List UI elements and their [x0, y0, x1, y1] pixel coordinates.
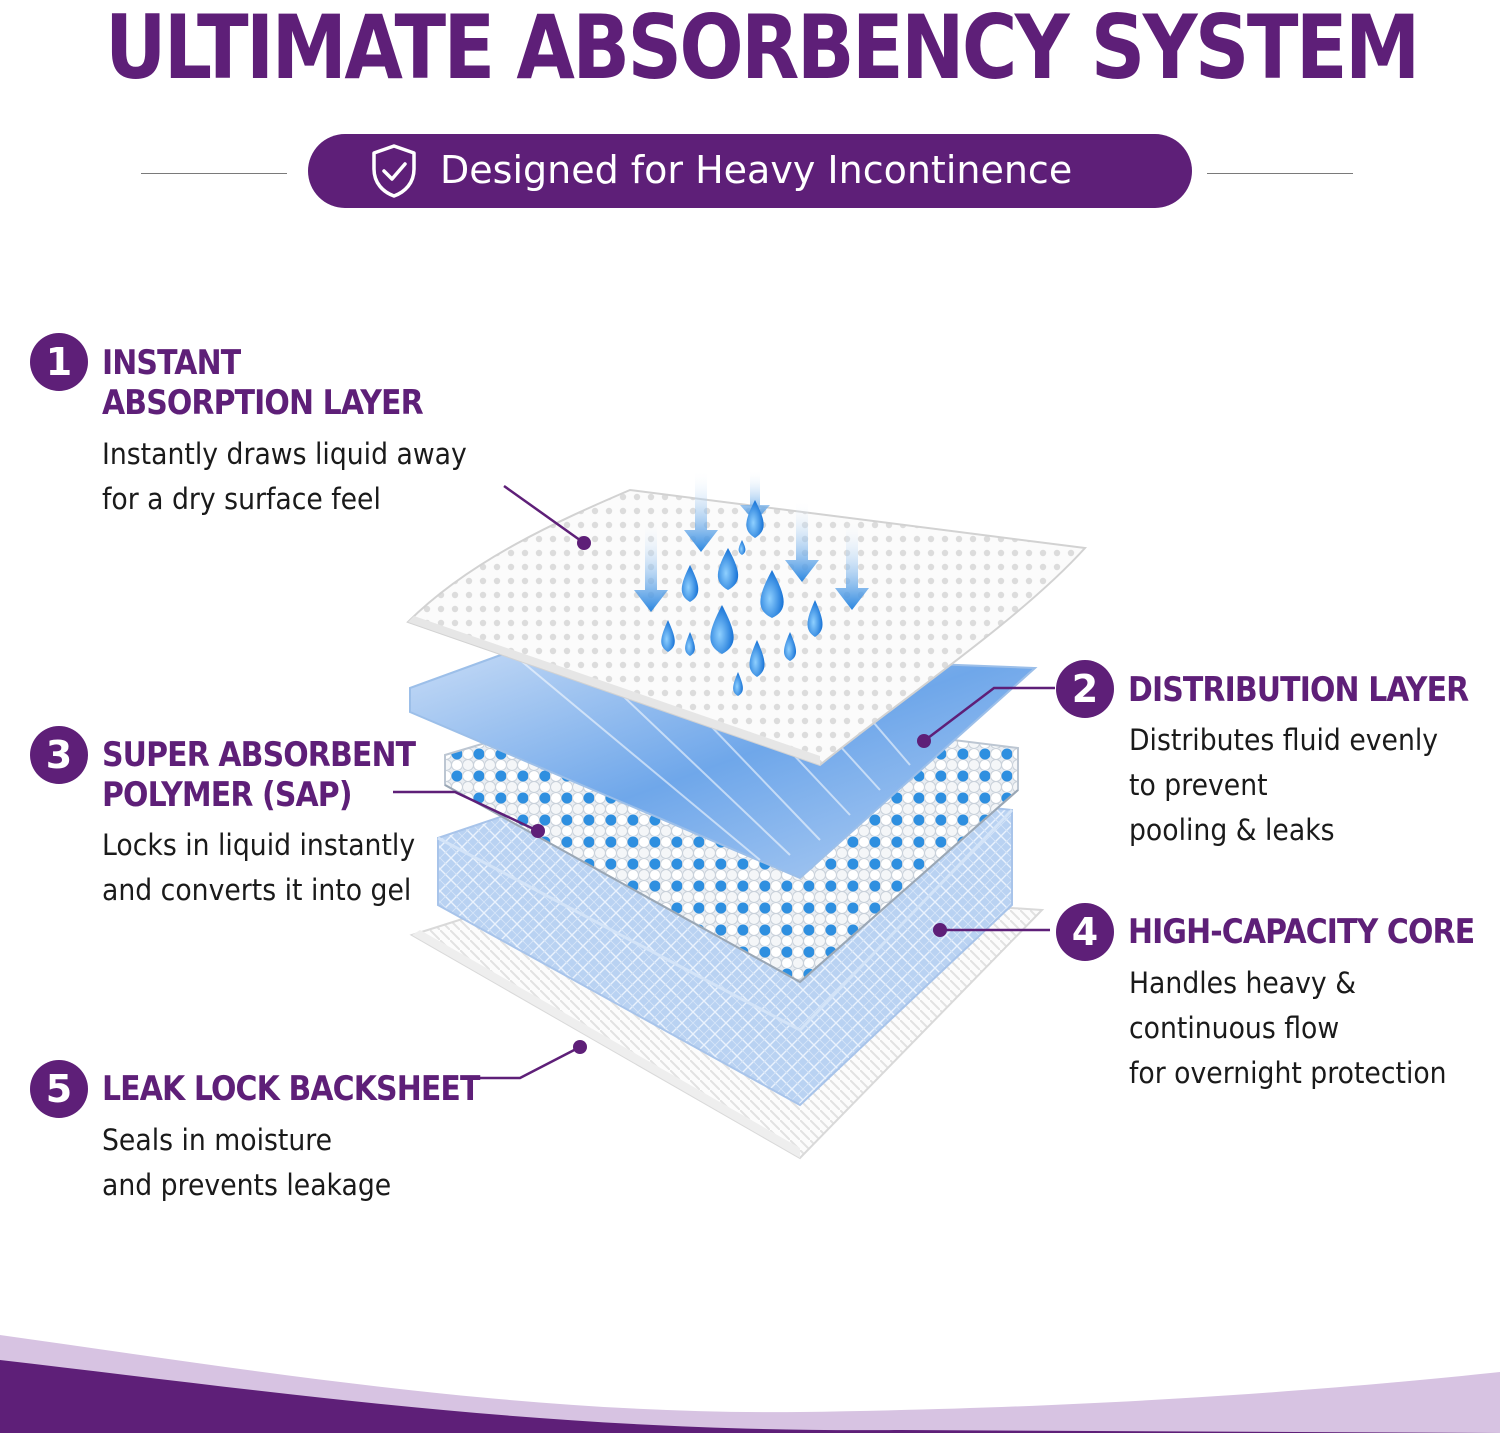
layer-5-number-badge: 5	[30, 1060, 88, 1118]
shield-check-icon	[372, 144, 416, 198]
layer-5-description-line-2: and prevents leakage	[102, 1168, 392, 1202]
layer-1-number-badge: 1	[30, 333, 88, 391]
banner-pill: Designed for Heavy Incontinence	[308, 134, 1192, 208]
layer-2-description-line-2: to prevent	[1129, 768, 1268, 802]
banner-text: Designed for Heavy Incontinence	[440, 148, 1073, 192]
page-title: ULTIMATE ABSORBENCY SYSTEM	[105, 0, 1420, 99]
layer-3-heading-line-1: SUPER ABSORBENT	[102, 735, 416, 775]
layer-1-heading-line-1: INSTANT	[102, 343, 241, 383]
layer-1-description-line-2: for a dry surface feel	[102, 482, 381, 516]
layer-4-description-line-2: continuous flow	[1129, 1011, 1340, 1045]
banner-divider-right	[1207, 173, 1353, 174]
layer-5-description-line-1: Seals in moisture	[102, 1123, 333, 1157]
layer-5-heading-line-1: LEAK LOCK BACKSHEET	[102, 1069, 480, 1109]
layer-2-description-line-1: Distributes fluid evenly	[1129, 723, 1439, 757]
layer-1-heading-line-2: ABSORPTION LAYER	[102, 383, 424, 423]
layer-2-description-line-3: pooling & leaks	[1129, 813, 1335, 847]
layer-2-number-badge: 2	[1056, 660, 1114, 718]
banner-divider-left	[141, 173, 287, 174]
layer-3-description-line-1: Locks in liquid instantly	[102, 828, 416, 862]
layer-3-heading-line-2: POLYMER (SAP)	[102, 775, 353, 815]
layer-4-description-line-1: Handles heavy &	[1129, 966, 1357, 1000]
layer-3-number-badge: 3	[30, 726, 88, 784]
layer-4-number-badge: 4	[1056, 903, 1114, 961]
layer-3-description-line-2: and converts it into gel	[102, 873, 412, 907]
layer-4-heading-line-1: HIGH-CAPACITY CORE	[1128, 912, 1475, 952]
layer-1-description-line-1: Instantly draws liquid away	[102, 437, 467, 471]
layer-2-heading-line-1: DISTRIBUTION LAYER	[1128, 670, 1469, 710]
layer-4-description-line-3: for overnight protection	[1129, 1056, 1447, 1090]
